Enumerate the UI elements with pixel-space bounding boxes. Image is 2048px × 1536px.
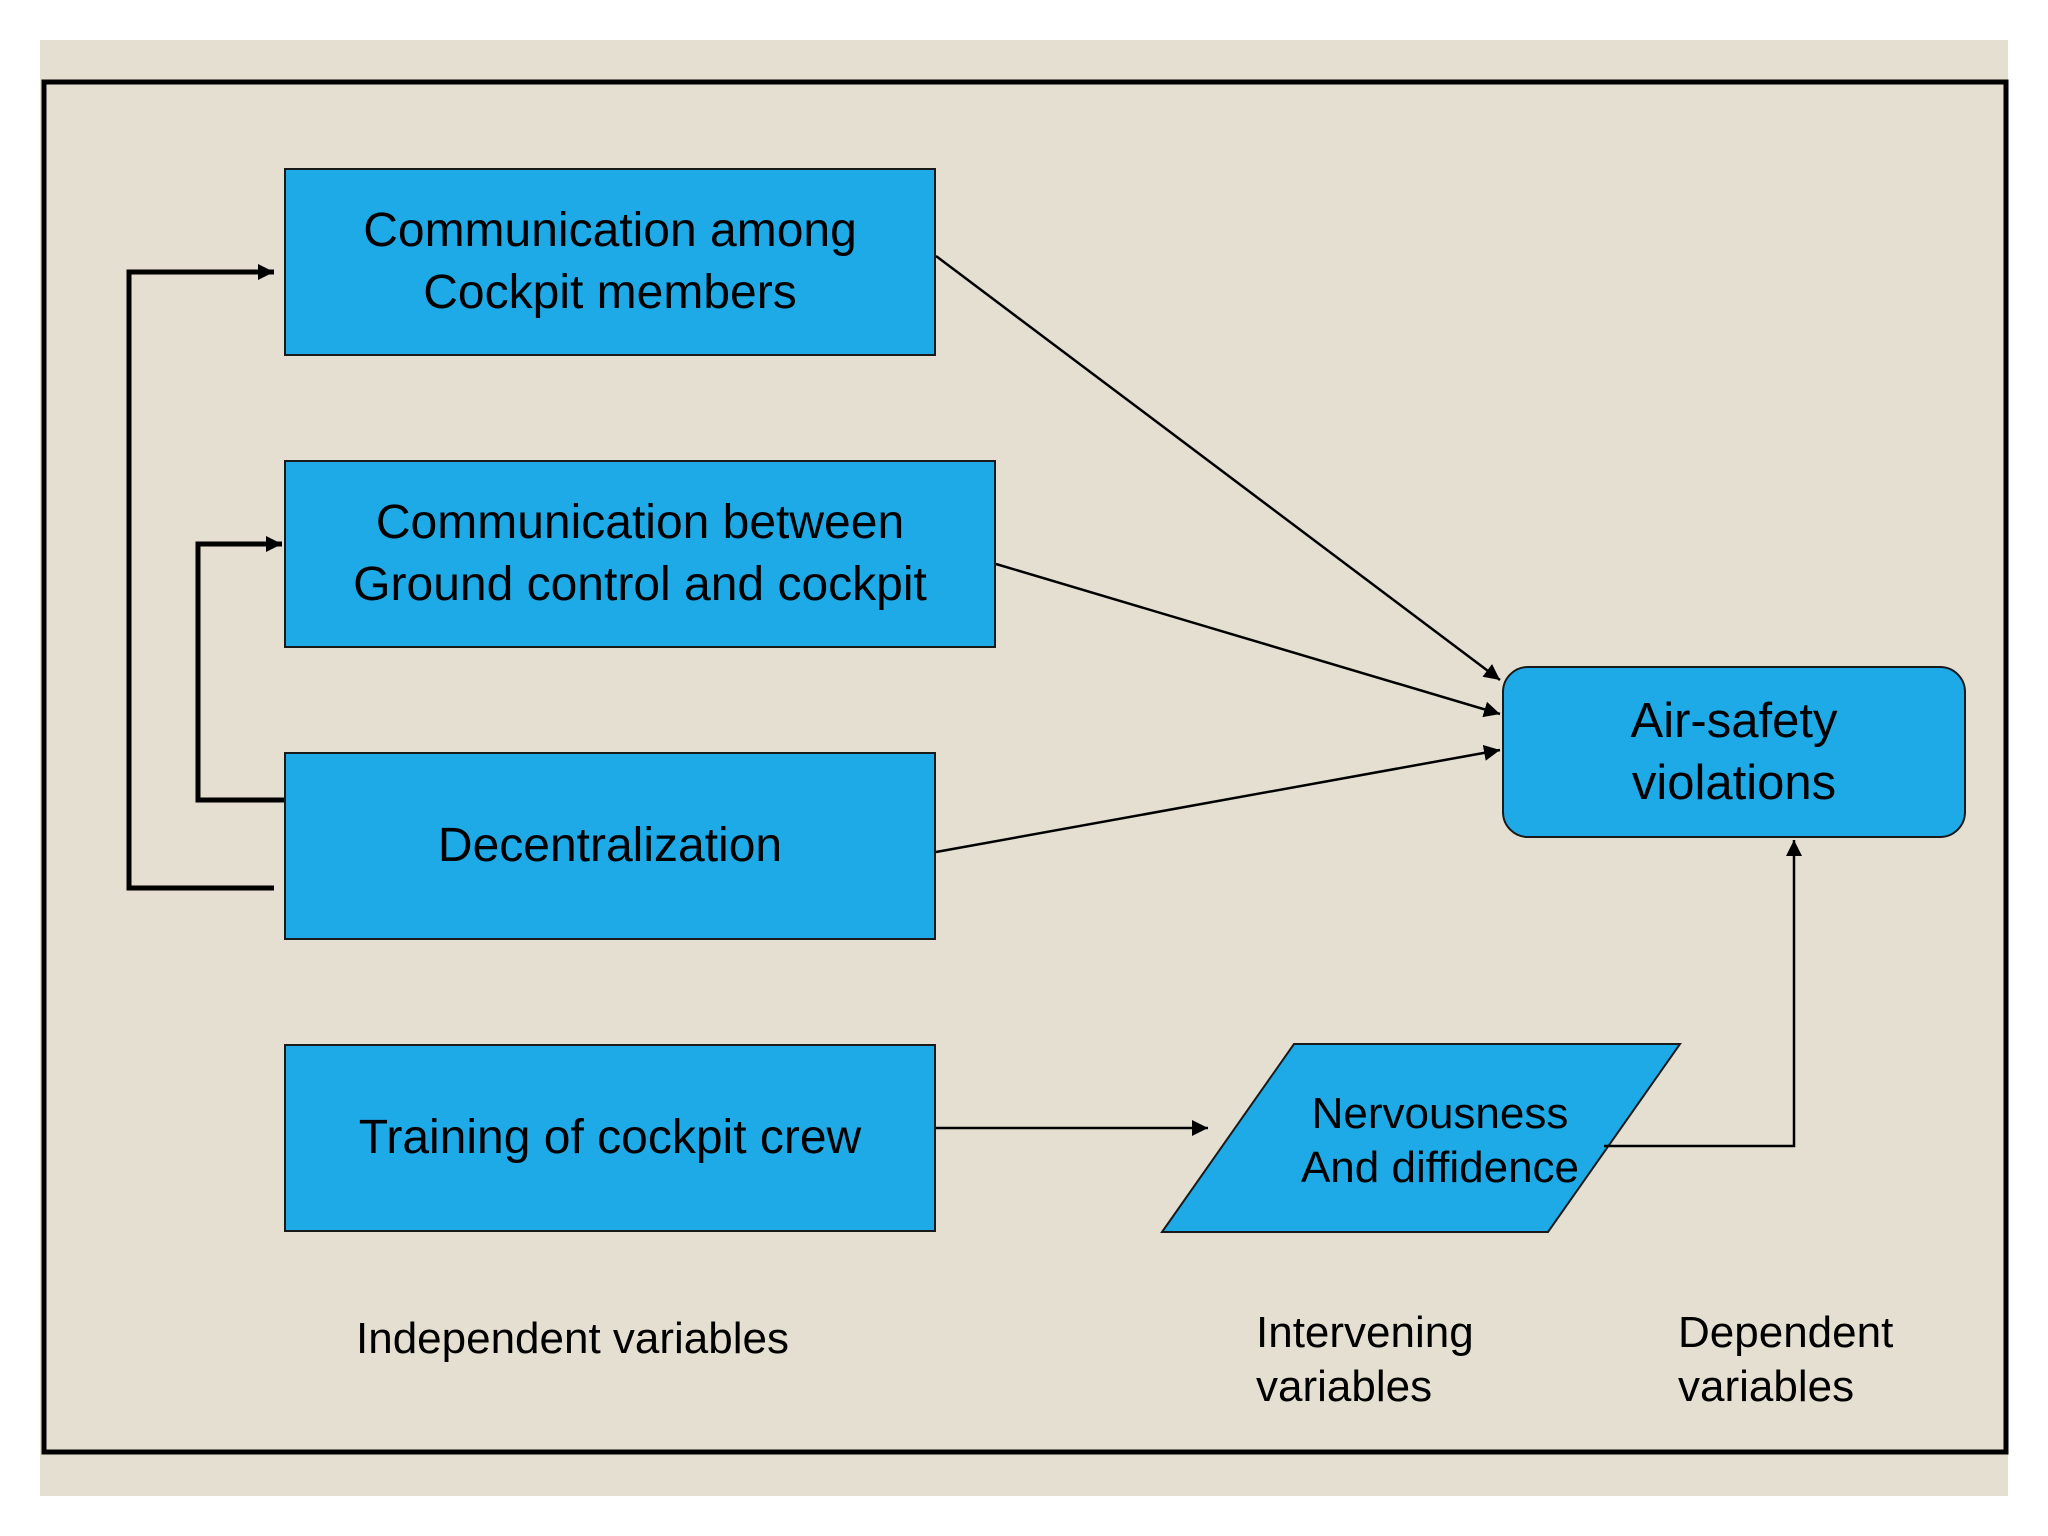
caption-intervening-variables: Intervening variables <box>1256 1308 1474 1411</box>
arrow-cockpit-comm-to-violations <box>935 255 1501 681</box>
feedback-arrow-decentralization-to-ground <box>195 536 284 803</box>
box-communication-among-cockpit-members: Communication among Cockpit members <box>284 168 936 356</box>
diagram-frame <box>41 79 2009 1455</box>
arrow-ground-comm-to-violations <box>995 562 1501 718</box>
box-training-of-cockpit-crew: Training of cockpit crew <box>284 1044 936 1232</box>
caption-dependent-variables: Dependent variables <box>1678 1308 1894 1411</box>
nervousness-label: Nervousness And diffidence <box>1300 1089 1580 1192</box>
nervousness-shape <box>1160 1043 1682 1233</box>
box-air-safety-violations: Air-safety violations <box>1502 666 1966 838</box>
box-decentralization: Decentralization <box>284 752 936 940</box>
arrow-decentralization-to-violations <box>935 744 1501 854</box>
caption-independent-variables: Independent variables <box>356 1314 789 1363</box>
box-communication-ground-control-cockpit: Communication between Ground control and… <box>284 460 996 648</box>
feedback-arrow-decentralization-to-cockpit <box>126 264 274 891</box>
arrow-nervousness-to-violations <box>1604 840 1802 1148</box>
